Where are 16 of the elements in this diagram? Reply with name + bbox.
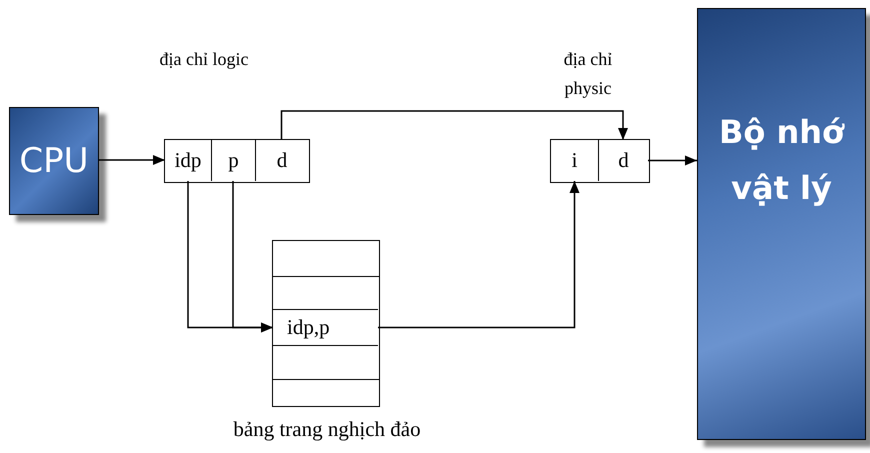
address-label: địa chỉ logic [159,48,249,71]
address-field: p [211,140,255,181]
address-field: i [551,140,598,181]
arrow [232,181,273,332]
cpu-box: CPU [9,107,99,215]
address-field: d [598,140,648,181]
address-field: idp [165,140,211,181]
arrow [99,155,165,165]
page-table-entry: idp,p [273,309,378,346]
address-field: d [255,140,308,181]
memory-block: Bộ nhớ vật lý [697,8,866,440]
arrow [280,110,628,140]
address-label: địa chỉ physic [562,48,614,100]
table-caption: bảng trang nghịch đảo [232,416,422,443]
arrow [378,181,580,328]
arrow [648,156,697,166]
